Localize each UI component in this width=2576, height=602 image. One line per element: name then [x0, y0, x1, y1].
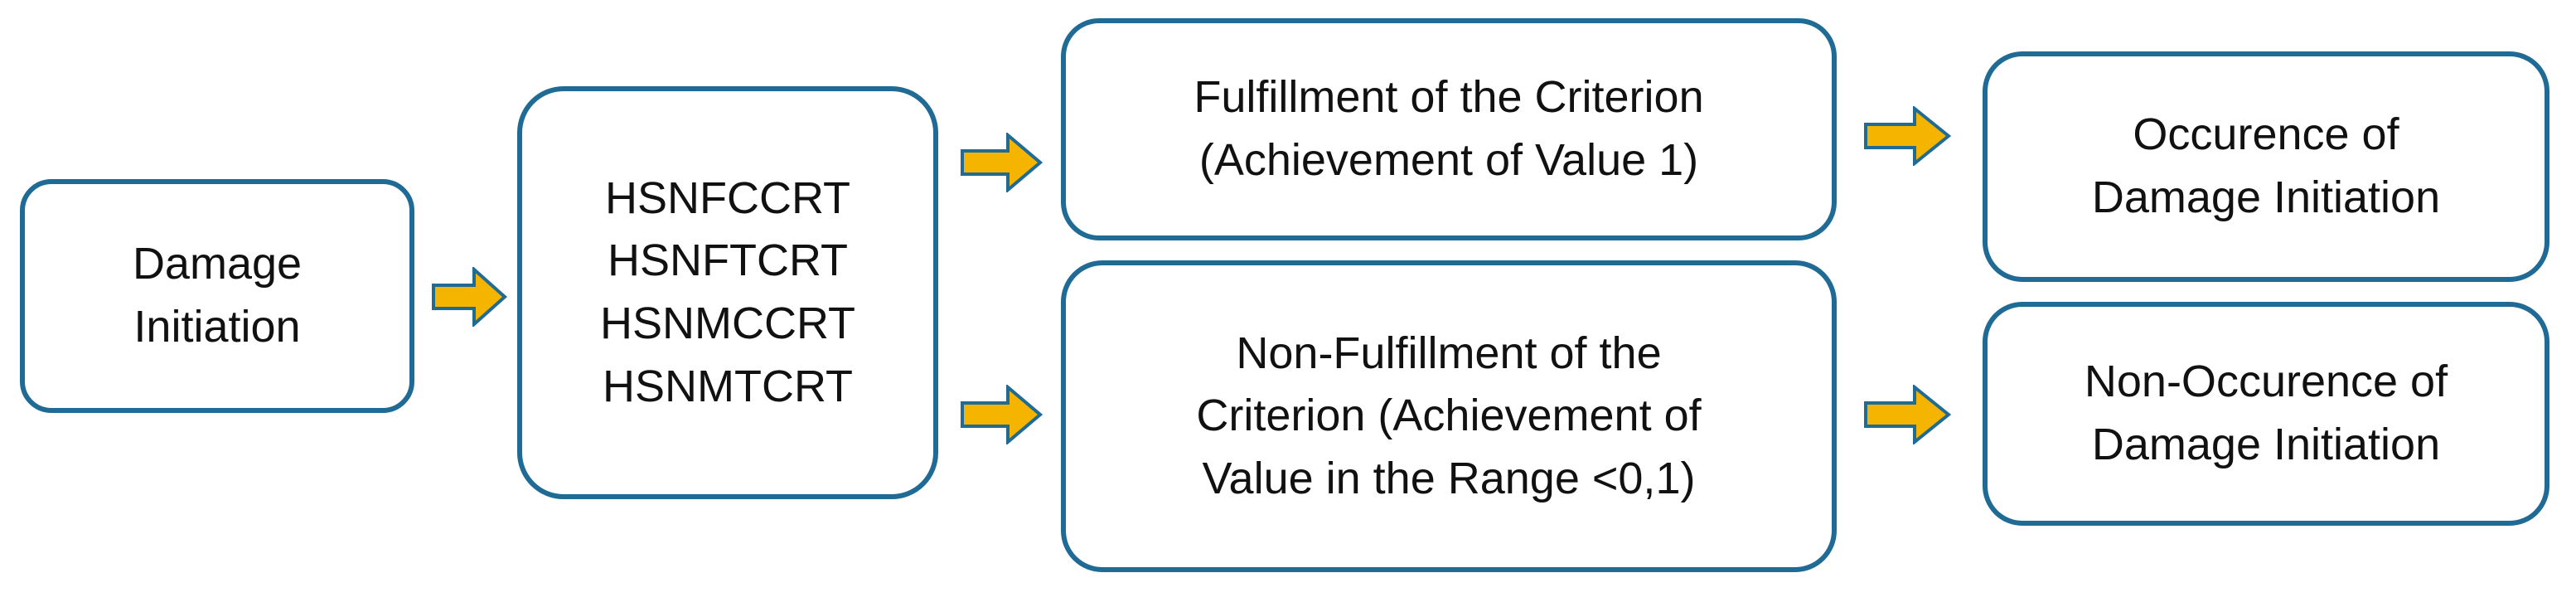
- right-arrow-icon: [961, 385, 1043, 444]
- criterion-hsnfccrt: HSNFCCRT: [605, 172, 850, 223]
- right-arrow-icon: [432, 267, 507, 327]
- criterion-hsnftcrt: HSNFTCRT: [608, 235, 848, 286]
- right-arrow-icon: [1864, 385, 1951, 444]
- fulfillment-line-2: (Achievement of Value 1): [1198, 135, 1699, 185]
- damage-initiation-line-1: Damage: [132, 239, 303, 289]
- fulfillment-line-1: Fulfillment of the Criterion: [1194, 72, 1704, 123]
- right-arrow-icon: [1864, 106, 1951, 166]
- non-occurence-line-1: Non-Occurence of: [2084, 357, 2448, 407]
- criteria-box: HSNFCCRT HSNFTCRT HSNMCCRT HSNMTCRT: [517, 86, 938, 499]
- non-occurence-line-2: Damage Initiation: [2091, 420, 2441, 469]
- non-fulfillment-line-2: Criterion (Achievement of: [1196, 391, 1702, 441]
- occurence-box: Occurence of Damage Initiation: [1983, 51, 2549, 282]
- damage-initiation-box: Damage Initiation: [20, 179, 414, 413]
- right-arrow-icon: [961, 133, 1043, 192]
- criterion-hsnmccrt: HSNMCCRT: [600, 299, 855, 348]
- fulfillment-box: Fulfillment of the Criterion (Achievemen…: [1061, 18, 1837, 240]
- criterion-hsnmtcrt: HSNMTCRT: [603, 361, 853, 411]
- damage-initiation-line-2: Initiation: [133, 302, 301, 352]
- occurence-line-1: Occurence of: [2133, 109, 2399, 160]
- non-fulfillment-line-3: Value in the Range <0,1): [1202, 453, 1696, 503]
- non-fulfillment-line-1: Non-Fulfillment of the: [1236, 328, 1662, 378]
- non-fulfillment-box: Non-Fulfillment of the Criterion (Achiev…: [1061, 260, 1837, 572]
- non-occurence-box: Non-Occurence of Damage Initiation: [1983, 302, 2549, 526]
- occurence-line-2: Damage Initiation: [2091, 172, 2441, 222]
